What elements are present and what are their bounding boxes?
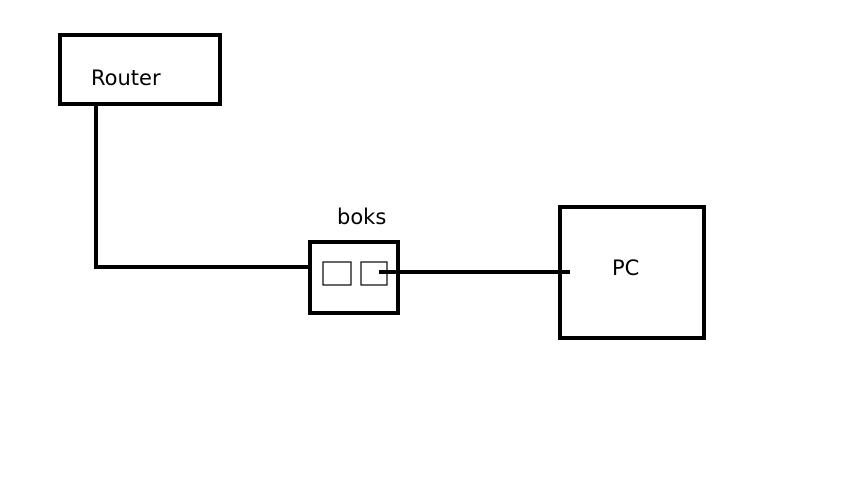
- router-box: [58, 33, 222, 106]
- port-left: [322, 261, 352, 286]
- box-frame: [308, 240, 400, 315]
- box-label: boks: [337, 205, 386, 229]
- pc-node: PC: [558, 205, 706, 340]
- box-node: boks: [308, 205, 400, 315]
- router-node: Router: [58, 33, 222, 106]
- pc-box: [558, 205, 706, 340]
- router-to-box-cable: [94, 104, 312, 269]
- pc-label: PC: [612, 256, 639, 280]
- router-label: Router: [91, 66, 161, 90]
